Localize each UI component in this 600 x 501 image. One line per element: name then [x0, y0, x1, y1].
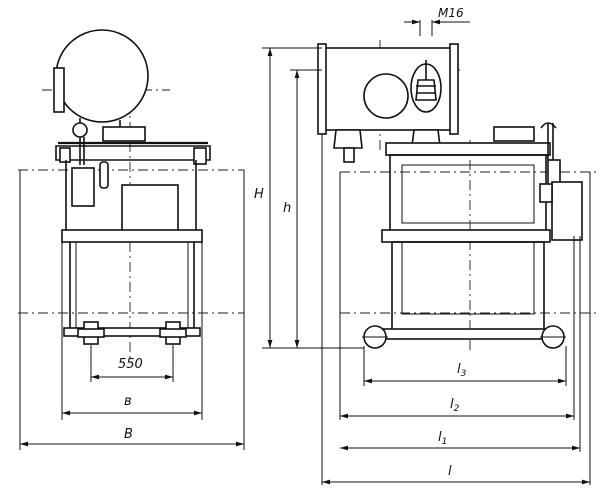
side-tank-lower-panel [401, 241, 535, 315]
tank-walls-upper [65, 160, 197, 230]
dim-h-label: h [283, 201, 291, 216]
dim-550-label: 550 [118, 357, 143, 372]
lid-knob-left [59, 147, 71, 163]
tank-walls-lower-inner [75, 242, 189, 330]
gas-relay [71, 167, 95, 207]
dim-l-label: l [448, 464, 452, 479]
skid-right-bar [159, 328, 187, 338]
side-tank-lower [391, 241, 545, 331]
tank-walls-lower [69, 242, 195, 330]
side-conservator-window [363, 73, 409, 119]
dim-M16-label: M16 [438, 6, 464, 20]
side-support-left-stem [343, 147, 355, 163]
dim-l2-label: l2 [450, 397, 460, 414]
skid-left-bar [77, 328, 105, 338]
side-conservator-flange-left [317, 43, 327, 135]
front-view: 550 в B [18, 29, 245, 450]
base-frame [63, 327, 201, 337]
top-cover-box [102, 126, 146, 142]
side-view: M16 H h [254, 6, 600, 485]
valve-circle [72, 122, 88, 138]
side-tank-upper [389, 154, 547, 234]
side-tank-lid [385, 142, 551, 156]
thermometer [99, 161, 109, 189]
side-base-frame [371, 328, 557, 340]
conservator-flange [53, 67, 65, 113]
side-top-cover-box [493, 126, 535, 142]
side-relay-lower [539, 183, 553, 203]
conservator-tank [55, 29, 149, 123]
side-tank-middle-band [381, 229, 551, 243]
lid-knob-right [193, 147, 207, 165]
side-pipe-bend [540, 122, 557, 129]
tank-middle-band [61, 229, 203, 243]
side-conservator-flange-right [449, 43, 459, 135]
dim-B-label: B [124, 427, 133, 442]
side-terminal-box [551, 181, 583, 241]
side-pipe [547, 123, 554, 160]
dim-b-label: в [124, 394, 132, 409]
bushing-ribs [416, 85, 436, 94]
bushing-insulator [415, 79, 437, 101]
tank-lid-rim [55, 145, 211, 161]
dim-l3-label: l3 [457, 362, 467, 379]
side-tank-upper-panel [401, 164, 535, 224]
dim-l1-label: l1 [438, 430, 447, 447]
dim-H-label: H [254, 187, 264, 202]
side-support-left [333, 129, 363, 149]
